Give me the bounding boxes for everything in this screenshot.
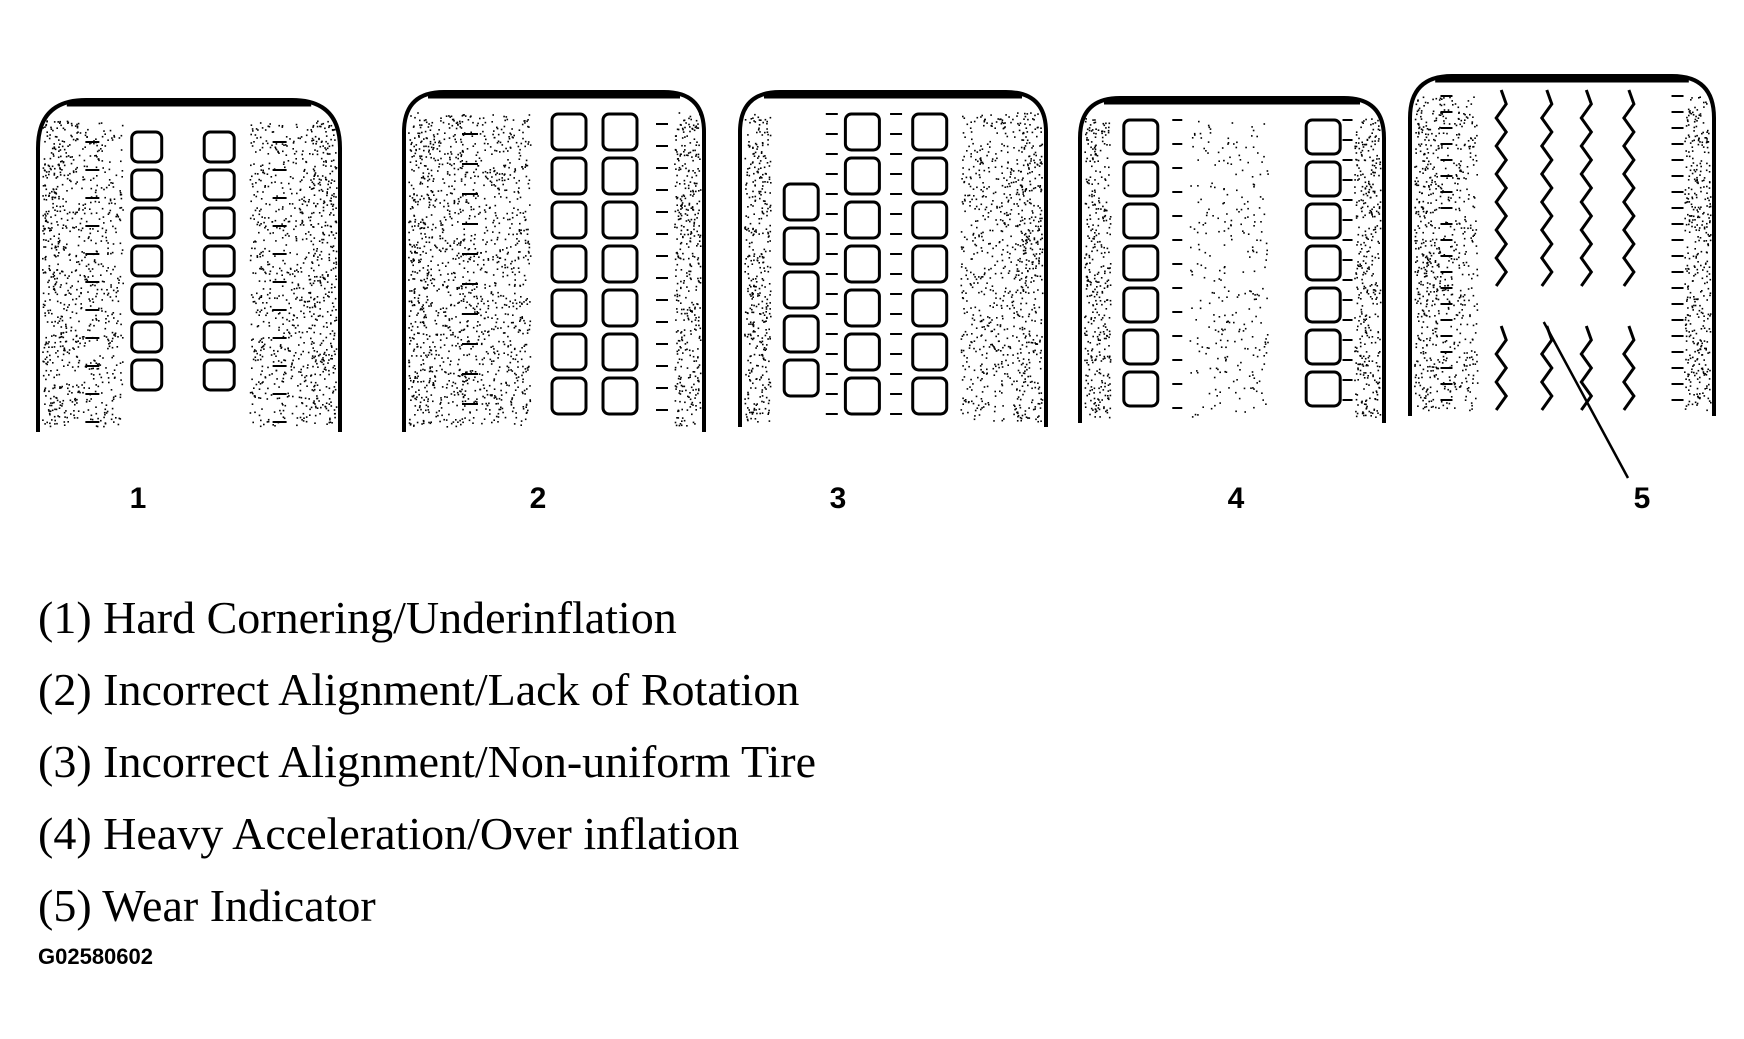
tire-3-drawing bbox=[738, 90, 1048, 427]
legend-item-2: (2) Incorrect Alignment/Lack of Rotation bbox=[38, 664, 800, 715]
legend: (1) Hard Cornering/Underinflation (2) In… bbox=[38, 582, 816, 942]
legend-item-1: (1) Hard Cornering/Underinflation bbox=[38, 592, 677, 643]
tire-number-3: 3 bbox=[829, 482, 847, 515]
legend-item-3: (3) Incorrect Alignment/Non-uniform Tire bbox=[38, 736, 817, 787]
tire-5-drawing bbox=[1408, 74, 1716, 416]
tire-number-1: 1 bbox=[129, 482, 147, 515]
figure-code: G02580602 bbox=[38, 944, 153, 969]
tire-wear-illustrations bbox=[36, 74, 1716, 479]
legend-item-4: (4) Heavy Acceleration/Over inflation bbox=[38, 808, 740, 859]
tire-number-2: 2 bbox=[529, 482, 547, 515]
tire-1-drawing bbox=[36, 98, 342, 432]
wear-indicator-leader-line bbox=[1542, 321, 1630, 479]
tire-4-drawing bbox=[1078, 96, 1386, 423]
tire-number-5: 5 bbox=[1633, 482, 1651, 515]
legend-item-5: (5) Wear Indicator bbox=[38, 880, 376, 931]
tire-2-drawing bbox=[402, 90, 706, 432]
tire-number-4: 4 bbox=[1227, 482, 1245, 515]
